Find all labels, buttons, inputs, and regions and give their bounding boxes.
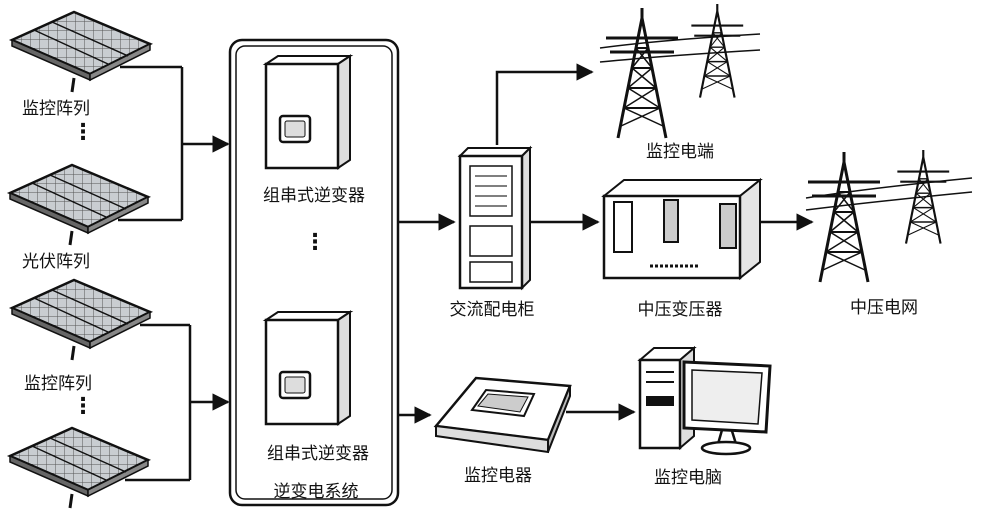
solar-panel-1 xyxy=(10,10,152,94)
ellipsis-bottom-panels: ⋮ xyxy=(72,394,94,419)
solar-panel-3 xyxy=(10,278,152,362)
connector-top-group xyxy=(118,65,230,222)
inverter-system-box xyxy=(228,38,400,507)
solar-panel-2 xyxy=(8,163,150,247)
label-inverter-system: 逆变电系统 xyxy=(273,482,359,502)
label-array-monitor-2: 监控阵列 xyxy=(24,374,92,394)
tower-monitor-terminal xyxy=(599,2,761,140)
label-inverter-bottom: 组串式逆变器 xyxy=(267,444,369,464)
mv-transformer xyxy=(601,177,763,281)
monitor-device xyxy=(433,376,572,454)
label-monitor-computer: 监控电脑 xyxy=(654,468,722,488)
label-monitor-device: 监控电器 xyxy=(464,466,532,486)
label-pv-array: 光伏阵列 xyxy=(22,252,90,272)
label-array-monitor-1: 监控阵列 xyxy=(22,99,90,119)
label-monitor-terminal: 监控电端 xyxy=(646,142,714,162)
ac-cabinet xyxy=(457,145,533,291)
label-grid: 中压电网 xyxy=(850,298,918,318)
monitor-computer xyxy=(637,345,772,456)
ellipsis-top-panels: ⋮ xyxy=(72,120,94,145)
solar-panel-4 xyxy=(8,426,150,510)
inverter-bottom xyxy=(264,310,352,426)
label-mv-transformer: 中压变压器 xyxy=(637,300,723,320)
ellipsis-inverters: ⋮ xyxy=(304,230,326,255)
inverter-top xyxy=(264,54,352,170)
arrow-to-monitor-terminal xyxy=(495,63,594,145)
connector-bottom-group xyxy=(125,323,230,482)
tower-grid xyxy=(805,148,973,284)
label-inverter-top: 组串式逆变器 xyxy=(263,186,365,206)
label-ac-cabinet: 交流配电柜 xyxy=(449,300,535,320)
